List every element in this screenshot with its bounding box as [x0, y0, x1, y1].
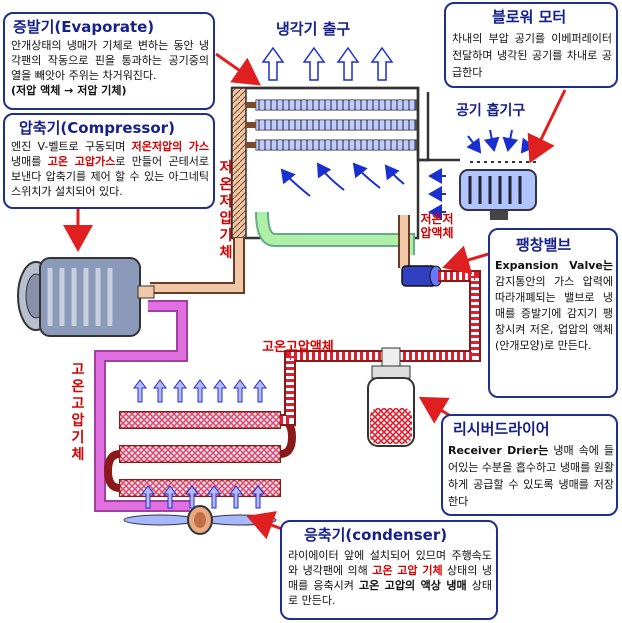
- receiver-drier-description: Receiver Drier는 냉매 속에 들어있는 수분을 흡수하고 냉매를 …: [448, 444, 614, 508]
- condenser: [103, 411, 297, 497]
- blower-callout: 블로워 모터 차내의 부압 공기를 이베퍼레이터 전달하며 냉각된 공기를 차내…: [444, 2, 618, 88]
- evaporator-formula: (저압 액체 → 저압 기체): [11, 84, 127, 97]
- evaporator-airflow-arrows: [280, 162, 446, 220]
- outlet-label: 냉각기 출구: [276, 20, 351, 38]
- expansion-valve-title: 팽창밸브: [516, 236, 572, 254]
- blower-motor: [459, 161, 540, 220]
- condenser-airflow-arrows: [133, 379, 267, 509]
- evaporator-coil: [246, 99, 417, 151]
- intake-arrows: [466, 129, 536, 154]
- high-temp-high-pressure-gas-label: 고온고압기체: [71, 362, 85, 463]
- evaporator-callout: 증발기(Evaporate) 안개상태의 냉매가 기체로 변하는 동안 냉각팬의…: [3, 12, 215, 110]
- high-temp-high-pressure-liquid-label: 고온고압액체: [262, 340, 334, 355]
- expansion-valve: [401, 265, 443, 287]
- low-temp-low-pressure-gas-label: 저온저압기체: [219, 160, 233, 261]
- evaporator-description: 안개상태의 냉매가 기체로 변하는 동안 냉각팬의 작동으로 핀을 통과하는 공…: [11, 39, 209, 97]
- condenser-callout: 응축기(condenser) 라이에이터 앞에 설치되어 있므며 주행속도와 냉…: [280, 520, 498, 620]
- receiver-drier-title: 리시버드라이어: [453, 420, 550, 438]
- receiver-drier-callout: 리시버드라이어 Receiver Drier는 냉매 속에 들어있는 수분을 흡…: [441, 414, 618, 516]
- liquid-line-high: [396, 270, 481, 362]
- condenser-title: 응축기(condenser): [304, 526, 448, 544]
- evaporator-title: 증발기(Evaporate): [13, 18, 155, 36]
- outlet-arrows: [261, 46, 394, 81]
- blower-description: 차내의 부압 공기를 이베퍼레이터 전달하며 냉각된 공기를 차내로 공급한다: [452, 32, 612, 79]
- condenser-description: 라이에이터 앞에 설치되어 있므며 주행속도와 냉각팬에 의해 고온 고압 기체…: [288, 549, 492, 607]
- condenser-fan: [123, 505, 277, 535]
- expansion-valve-description: Expansion Valve는 감지통안의 가스 압력에 따라개폐되는 밸브로…: [495, 259, 613, 352]
- expansion-valve-callout: 팽창밸브 Expansion Valve는 감지통안의 가스 압력에 따라개폐되…: [488, 228, 618, 398]
- receiver-drier: [367, 347, 415, 447]
- compressor-title: 압축기(Compressor): [19, 119, 175, 137]
- intake-label: 공기 흡기구: [456, 103, 526, 119]
- compressor: [17, 257, 155, 337]
- low-temp-low-pressure-liquid-label: 저온저압액체: [420, 212, 454, 240]
- blower-title: 블로워 모터: [492, 8, 567, 26]
- compressor-description: 엔진 V-벨트로 구동되며 저온저압의 가스 냉매를 고온 고압가스로 만들어 …: [11, 140, 210, 198]
- compressor-callout: 압축기(Compressor) 엔진 V-벨트로 구동되며 저온저압의 가스 냉…: [3, 113, 215, 209]
